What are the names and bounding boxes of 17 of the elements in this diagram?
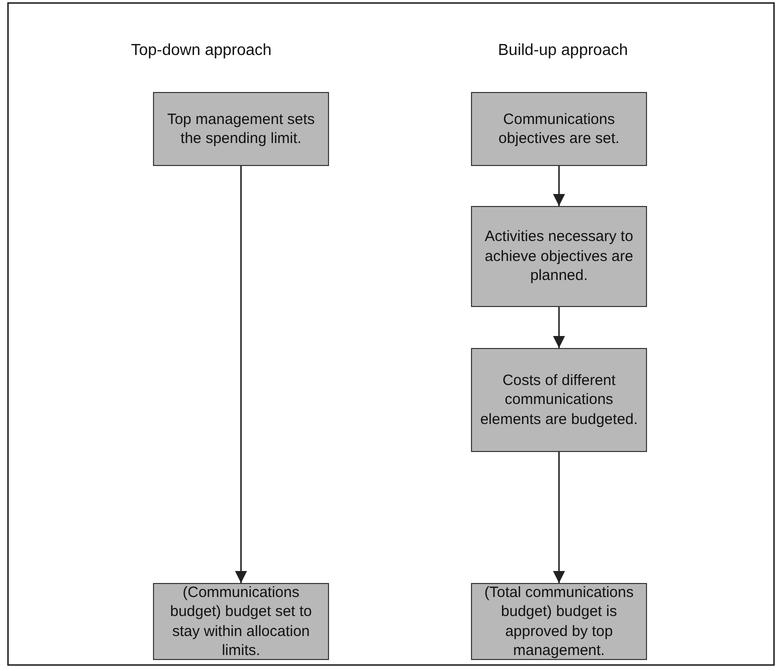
- box-text: Communications objectives are set.: [498, 110, 620, 148]
- column-heading: Top-down approach: [131, 42, 272, 60]
- process-box: [471, 92, 647, 166]
- arrow: [553, 452, 565, 583]
- process-box: [471, 206, 647, 307]
- box-text: (Total communications budget) budget is approved by top management.: [483, 582, 635, 660]
- arrow: [553, 307, 565, 348]
- process-box: [153, 92, 329, 166]
- box-text: Activities necessary to achieve objectives are planned.: [484, 227, 634, 286]
- box-text: (Communications budget) budget set to stay within allocation limits.: [169, 582, 313, 660]
- box-text: Top management sets the spending limit.: [166, 110, 316, 148]
- process-box: [471, 348, 647, 452]
- process-box: [153, 583, 329, 660]
- box-text: Costs of different communications elements are budgeted.: [480, 370, 638, 430]
- arrow: [553, 166, 565, 206]
- arrow: [235, 166, 247, 583]
- column-heading: Build-up approach: [498, 42, 628, 60]
